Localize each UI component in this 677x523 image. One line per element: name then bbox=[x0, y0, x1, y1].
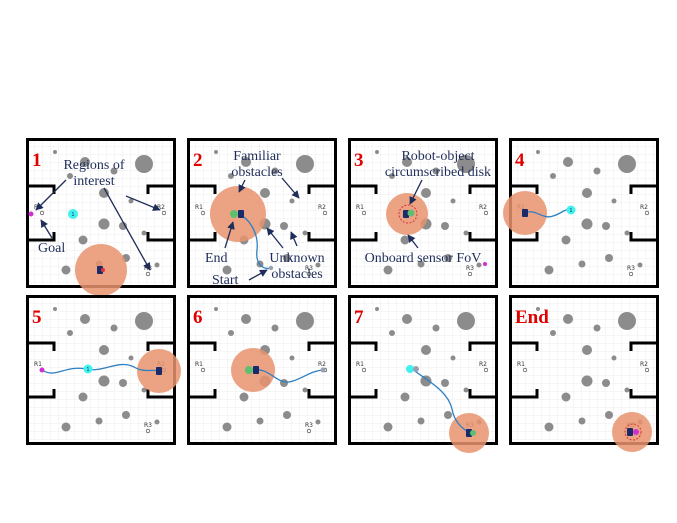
panel-label-4: 4 bbox=[515, 150, 525, 171]
panel-label-3: 3 bbox=[354, 150, 364, 171]
room-label-r2: R2 bbox=[157, 204, 165, 211]
room-label-r3: R3 bbox=[305, 422, 313, 429]
room-label-r2: R2 bbox=[640, 204, 648, 211]
arrow-start bbox=[248, 269, 268, 281]
robot-path bbox=[252, 369, 324, 383]
panel-6: R1 R2 R3 6 bbox=[185, 293, 339, 447]
object bbox=[101, 268, 105, 272]
robot bbox=[627, 428, 633, 436]
goal-marker bbox=[230, 210, 238, 218]
start-point bbox=[413, 366, 419, 372]
robot bbox=[403, 210, 409, 218]
panel-1: R1 R2 R3 1 1 Regions of interest Goal bbox=[24, 136, 178, 296]
panel-label-5: 5 bbox=[32, 307, 42, 328]
room-label-r1: R1 bbox=[34, 361, 42, 368]
room-label-r2: R2 bbox=[318, 361, 326, 368]
panel-4: R1 R2 R3 1 4 bbox=[503, 136, 661, 290]
object bbox=[407, 209, 415, 217]
circumscribed-disk bbox=[398, 204, 418, 224]
goal-marker-number: 1 bbox=[569, 208, 572, 214]
room-label-r3: R3 bbox=[627, 265, 635, 272]
arrow-familiar-1 bbox=[238, 179, 246, 193]
panel-label-2: 2 bbox=[193, 150, 203, 171]
room-label-r1: R1 bbox=[356, 361, 364, 368]
object bbox=[633, 429, 639, 435]
room-label-r3: R3 bbox=[305, 265, 313, 272]
robot bbox=[97, 266, 103, 274]
arrow-goal bbox=[40, 219, 53, 239]
robot-path bbox=[237, 213, 272, 270]
annotation-fov: Onboard sensor FoV bbox=[365, 251, 482, 266]
arrow-goal-region bbox=[35, 179, 67, 211]
goal-point bbox=[39, 367, 45, 373]
panel-label-end: End bbox=[515, 307, 549, 328]
robot-path bbox=[524, 208, 572, 218]
annotation-regions-line2: interest bbox=[73, 174, 114, 189]
arrow-region-r3 bbox=[103, 187, 151, 271]
goal-marker bbox=[83, 364, 93, 374]
arrow-unknown-2 bbox=[290, 231, 298, 247]
robot bbox=[522, 209, 528, 217]
circumscribed-disk bbox=[624, 423, 642, 441]
room-label-r1: R1 bbox=[195, 361, 203, 368]
annotation-familiar-line1: Familiar bbox=[233, 149, 281, 164]
panel-label-1: 1 bbox=[32, 150, 42, 171]
goal-marker-number: 1 bbox=[71, 212, 74, 218]
room-label-r1: R1 bbox=[517, 361, 525, 368]
room-label-r1: R1 bbox=[356, 204, 364, 211]
object bbox=[470, 430, 476, 436]
arrow-end bbox=[224, 221, 235, 249]
room-label-r2: R2 bbox=[318, 204, 326, 211]
robot bbox=[466, 429, 472, 437]
panel-3: R1 R2 R3 3 Robot-object circumscribed di… bbox=[346, 136, 500, 290]
annotation-disk-line1: Robot-object bbox=[401, 149, 474, 164]
panel-end: R1 R2 R3 End bbox=[507, 293, 661, 452]
room-label-r3: R3 bbox=[144, 422, 152, 429]
goal-point bbox=[28, 211, 34, 217]
goal-marker bbox=[68, 209, 78, 219]
goal-point bbox=[483, 262, 487, 266]
arrow-familiar-2 bbox=[281, 177, 300, 199]
annotation-goal: Goal bbox=[38, 241, 65, 256]
robot-path bbox=[41, 363, 160, 374]
panel-7: R1 R2 R3 7 bbox=[346, 293, 500, 453]
annotation-disk-line2: circumscribed disk bbox=[385, 165, 491, 180]
start-point bbox=[268, 265, 274, 271]
robot bbox=[156, 367, 162, 375]
room-label-r2: R2 bbox=[479, 204, 487, 211]
arrow-disk bbox=[409, 179, 423, 205]
panel-2: R1 R2 R3 2 Familiar obstacles End Start … bbox=[185, 136, 339, 290]
panel-5: R1 R2 R3 1 5 bbox=[24, 293, 181, 447]
room-label-r2: R2 bbox=[479, 361, 487, 368]
arrow-region-r2 bbox=[125, 195, 161, 211]
goal-marker bbox=[406, 365, 414, 373]
goal-marker bbox=[245, 366, 253, 374]
robot bbox=[253, 366, 259, 374]
arrow-fov bbox=[407, 234, 419, 249]
panel-label-6: 6 bbox=[193, 307, 203, 328]
panel-label-7: 7 bbox=[354, 307, 364, 328]
annotation-regions-line1: Regions of bbox=[63, 158, 124, 173]
robot bbox=[238, 210, 244, 218]
goal-marker bbox=[566, 205, 576, 215]
annotation-start: Start bbox=[212, 273, 239, 288]
goal-marker-number: 1 bbox=[86, 367, 89, 373]
annotation-unknown-line1: Unknown bbox=[269, 251, 324, 266]
room-label-r1: R1 bbox=[195, 204, 203, 211]
arrow-unknown-1 bbox=[266, 227, 284, 249]
annotation-familiar-line2: obstacles bbox=[231, 165, 282, 180]
start-point bbox=[320, 367, 326, 373]
room-label-r2: R2 bbox=[640, 361, 648, 368]
robot-path bbox=[411, 368, 470, 433]
room-label-r3: R3 bbox=[466, 265, 474, 272]
annotation-unknown-line2: obstacles bbox=[271, 267, 322, 282]
annotation-end: End bbox=[205, 251, 228, 266]
